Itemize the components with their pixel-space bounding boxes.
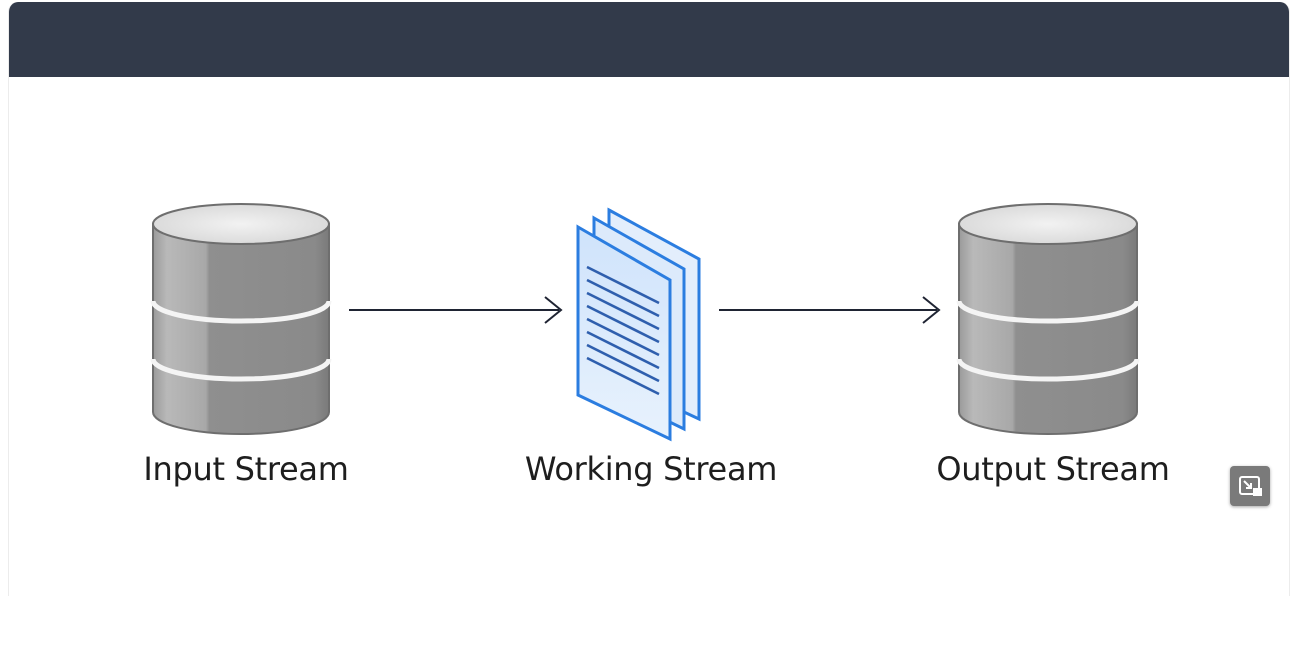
- expand-button[interactable]: [1230, 466, 1270, 506]
- output-stream-label: Output Stream: [936, 450, 1170, 488]
- arrow-input-to-working: [349, 296, 563, 324]
- input-stream-database-icon: [150, 203, 332, 435]
- working-stream-label: Working Stream: [524, 450, 778, 488]
- arrow-working-to-output: [719, 296, 941, 324]
- diagram-card: Input Stream Working Stream Output Strea…: [8, 2, 1290, 596]
- input-stream-label: Input Stream: [143, 450, 349, 488]
- output-stream-database-icon: [956, 203, 1140, 435]
- diagram-canvas: [150, 203, 1140, 442]
- header-bar: [9, 2, 1289, 77]
- stream-diagram: Input Stream Working Stream Output Strea…: [9, 77, 1289, 596]
- working-stream-document-icon: [576, 207, 701, 442]
- expand-icon: [1239, 476, 1262, 496]
